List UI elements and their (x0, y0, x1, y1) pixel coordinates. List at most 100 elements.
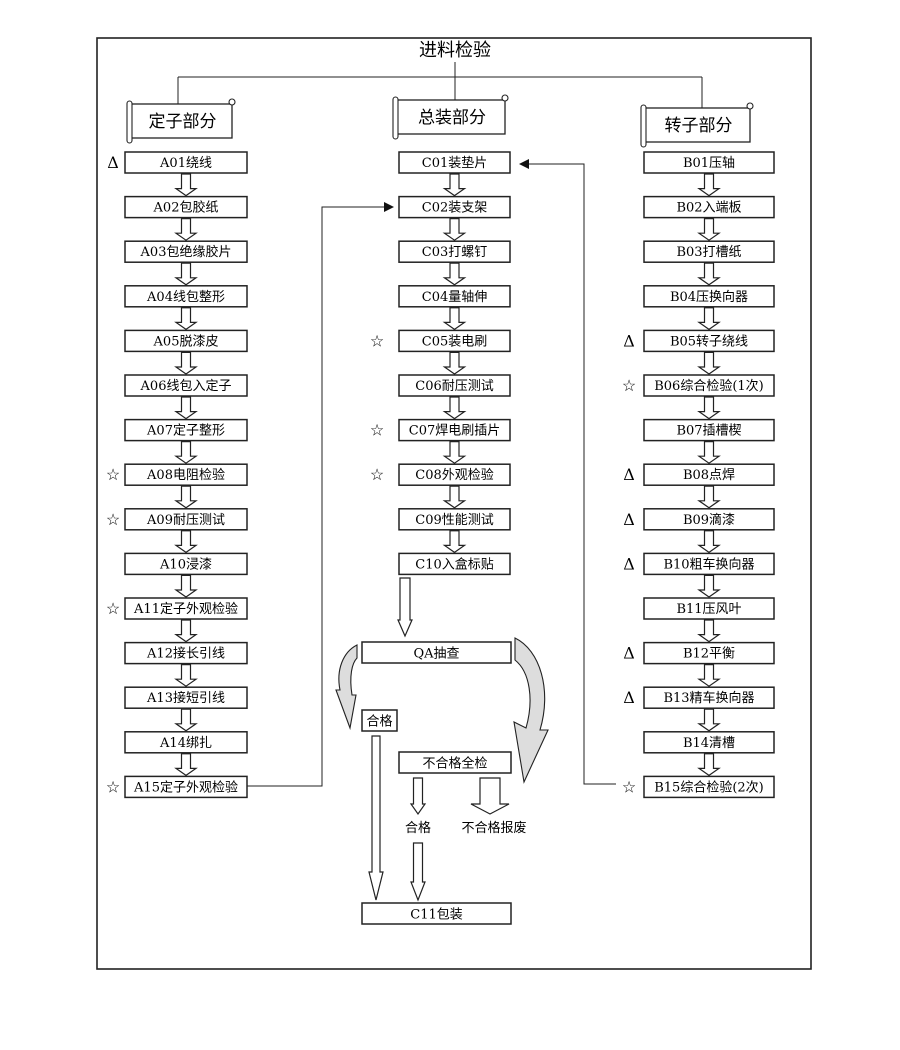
down-arrow-icon (697, 530, 721, 554)
step-label: A11定子外观检验 (133, 601, 238, 617)
down-arrow-icon (442, 396, 467, 420)
step-box (398, 552, 511, 576)
step-label: B09滴漆 (683, 512, 735, 528)
svg-text:C11包装: C11包装 (410, 908, 463, 923)
down-arrow-icon (697, 485, 721, 509)
down-arrow-icon (697, 173, 721, 197)
step-label: A03包绝缘胶片 (140, 244, 232, 260)
step-label: A06线包入定子 (140, 379, 232, 394)
triangle-special-process-icon: Δ (623, 465, 635, 484)
step-box (124, 775, 248, 799)
step-label: A02包胶纸 (153, 200, 219, 216)
packaging-box: C11包装 (361, 902, 512, 925)
process-step: B15综合检验(2次)☆ (622, 775, 775, 799)
process-step: B02入端板 (643, 195, 775, 219)
process-step: B07插槽楔 (643, 418, 775, 442)
step-box (124, 285, 248, 308)
step-label: C03打螺钉 (422, 245, 488, 260)
assembly-section-banner: 总装部分 (392, 94, 509, 140)
down-arrow-icon (409, 777, 427, 816)
qa-sampling-box: QA抽查 (361, 641, 512, 664)
assembly-column: C01装垫片C02装支架C03打螺钉C04量轴伸C05装电刷☆C06耐压测试C0… (370, 151, 511, 576)
step-box (124, 552, 248, 576)
step-label: A04线包整形 (146, 290, 225, 305)
step-box (124, 463, 248, 486)
step-box (124, 418, 248, 442)
full-inspection-box: 不合格全检 (398, 751, 512, 774)
svg-text:合格: 合格 (366, 714, 392, 730)
stator-section-banner: 定子部分 (126, 98, 236, 144)
process-step: B04压换向器 (643, 285, 775, 308)
step-box (398, 329, 511, 353)
down-arrow-icon (174, 351, 198, 375)
triangle-special-process-icon: Δ (623, 510, 635, 529)
step-box (643, 285, 775, 308)
step-label: B03打槽纸 (676, 245, 741, 260)
down-arrow-icon (697, 396, 721, 420)
step-box (643, 508, 775, 531)
outer-frame (96, 37, 812, 970)
down-arrow-icon (174, 485, 198, 509)
down-arrow-icon (697, 218, 721, 241)
step-box (124, 597, 248, 620)
down-arrow-icon (442, 351, 467, 375)
step-box (643, 686, 775, 709)
triangle-special-process-icon: Δ (623, 554, 635, 573)
step-label: C04量轴伸 (422, 290, 488, 305)
process-step: C07焊电刷插片☆ (370, 418, 511, 442)
step-label: C05装电刷 (422, 334, 488, 349)
process-step: A08电阻检验☆ (106, 463, 248, 486)
step-label: C06耐压测试 (415, 379, 494, 394)
down-arrow-icon (697, 708, 721, 732)
down-arrow-icon (368, 735, 384, 901)
step-label: A08电阻检验 (146, 467, 225, 483)
step-label: B15综合检验(2次) (654, 779, 764, 795)
step-box (643, 597, 775, 620)
down-arrow-icon (442, 307, 467, 331)
step-box (643, 552, 775, 576)
down-arrow-icon (397, 577, 413, 638)
down-arrow-icon (442, 441, 467, 464)
qa-section: QA抽查合格不合格全检C11包装合格不合格报废 (335, 577, 549, 925)
down-arrow-icon (697, 753, 721, 777)
down-arrow-icon (174, 218, 198, 241)
svg-text:不合格全检: 不合格全检 (422, 756, 487, 772)
step-box (124, 374, 248, 397)
down-arrow-icon (174, 574, 198, 598)
process-step: C04量轴伸 (398, 285, 511, 308)
step-box (124, 195, 248, 219)
step-box (124, 329, 248, 353)
process-step: A13接短引线 (124, 686, 248, 709)
process-step: A14绑扎 (124, 731, 248, 754)
step-label: C09性能测试 (415, 513, 494, 528)
step-label: B08点焊 (683, 467, 735, 483)
down-arrow-icon (442, 173, 467, 197)
step-box (124, 686, 248, 709)
down-arrow-icon (470, 777, 510, 815)
down-arrow-icon (442, 530, 467, 554)
down-arrow-icon (697, 619, 721, 643)
step-box (643, 418, 775, 442)
arrowhead-icon (519, 159, 529, 169)
step-label: B10粗车换向器 (663, 556, 754, 572)
process-step: A03包绝缘胶片 (124, 240, 248, 263)
pass-after-full-label: 合格 (405, 820, 431, 836)
step-box (124, 151, 248, 174)
star-key-process-icon: ☆ (106, 599, 120, 618)
step-box (643, 374, 775, 397)
down-arrow-icon (697, 307, 721, 331)
down-arrow-icon (697, 262, 721, 286)
step-box (398, 418, 511, 442)
stator-to-assembly-connector (247, 206, 386, 787)
step-label: A10浸漆 (159, 556, 212, 572)
step-label: C02装支架 (422, 201, 488, 216)
triangle-special-process-icon: Δ (107, 153, 119, 172)
step-box (398, 508, 511, 531)
process-step: A09耐压测试☆ (106, 508, 248, 531)
triangle-special-process-icon: Δ (623, 644, 635, 663)
